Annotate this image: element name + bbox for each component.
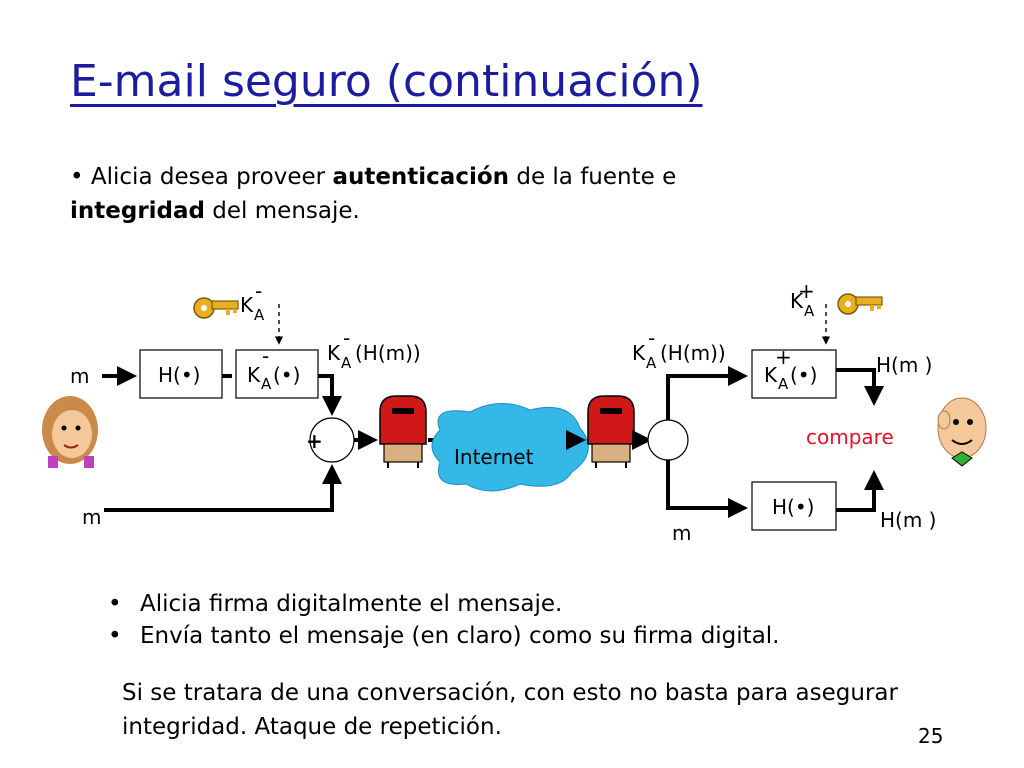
receiver-signed-sup: - <box>648 326 655 350</box>
receiver-signed-tail: (H(m)) <box>660 341 726 365</box>
internet-cloud <box>431 402 589 492</box>
receiver-hm-bottom: H(m ) <box>880 508 936 532</box>
page-title: E-mail seguro (continuación) <box>70 56 703 107</box>
sender-key-sub: A <box>254 306 265 324</box>
internet-label: Internet <box>454 445 534 469</box>
intro-part-2: de la fuente e <box>509 164 677 190</box>
key-icon <box>193 297 239 319</box>
intro-bullet: • <box>70 164 84 190</box>
intro-bold-autenticacion: autenticación <box>332 164 510 190</box>
receiver-signed-sub: A <box>646 354 657 372</box>
receiver-hash-label: H(•) <box>772 495 814 519</box>
alice-avatar <box>42 396 98 468</box>
receiver-verify-box <box>751 349 837 399</box>
sender-m-bottom: m <box>82 505 101 529</box>
sender-signed-tail: (H(m)) <box>355 341 421 365</box>
sender-sign-box-k: K <box>247 363 261 387</box>
bullet-item: Alicia firma digitalmente el mensaje. <box>108 588 928 620</box>
sender-sign-box-sub: A <box>261 375 272 393</box>
sender-sign-box-tail: (•) <box>273 363 300 387</box>
key-icon <box>837 293 883 315</box>
page-number: 25 <box>918 724 944 748</box>
bullet-item: Envía tanto el mensaje (en claro) como s… <box>108 620 928 652</box>
bullet-list: Alicia firma digitalmente el mensaje. En… <box>108 588 928 652</box>
receiver-hash-box <box>751 481 837 531</box>
receiver-hm-top: H(m ) <box>876 353 932 377</box>
sender-key-k: K <box>240 293 254 317</box>
intro-part-1: Alicia desea proveer <box>83 164 333 190</box>
receiver-verify-box-k: K <box>764 363 778 387</box>
sender-key-sup: - <box>255 279 262 303</box>
receiver-verify-box-tail: (•) <box>790 363 817 387</box>
intro-bold-integridad: integridad <box>70 198 205 224</box>
receiver-signed-k: K <box>632 341 646 365</box>
intro-text: • Alicia desea proveer autenticación de … <box>70 160 770 228</box>
sender-plus: + <box>306 429 323 453</box>
receiver-m-bottom: m <box>672 521 691 545</box>
receiver-verify-box-sup: + <box>775 345 792 369</box>
compare-label: compare <box>806 425 894 449</box>
receiver-verify-box-sub: A <box>778 375 789 393</box>
intro-part-3: del mensaje. <box>205 198 360 224</box>
sender-signed-sup: - <box>343 326 350 350</box>
receiver-key-k: K <box>790 289 804 313</box>
receiver-key-sup: + <box>798 279 815 303</box>
sender-hash-box <box>139 349 223 399</box>
sender-sign-box <box>235 349 319 399</box>
sender-signed-k: K <box>327 341 341 365</box>
receiver-key-sub: A <box>804 302 815 320</box>
sender-mailbox-icon <box>379 395 427 468</box>
sender-hash-label: H(•) <box>158 363 200 387</box>
receiver-splitter <box>647 419 689 461</box>
receiver-mailbox-icon <box>587 395 635 468</box>
sender-signed-sub: A <box>341 354 352 372</box>
note-text: Si se tratara de una conversación, con e… <box>122 680 898 740</box>
sender-sign-box-sup: - <box>262 344 269 368</box>
sender-m-top: m <box>70 364 89 388</box>
bob-avatar <box>937 397 987 467</box>
